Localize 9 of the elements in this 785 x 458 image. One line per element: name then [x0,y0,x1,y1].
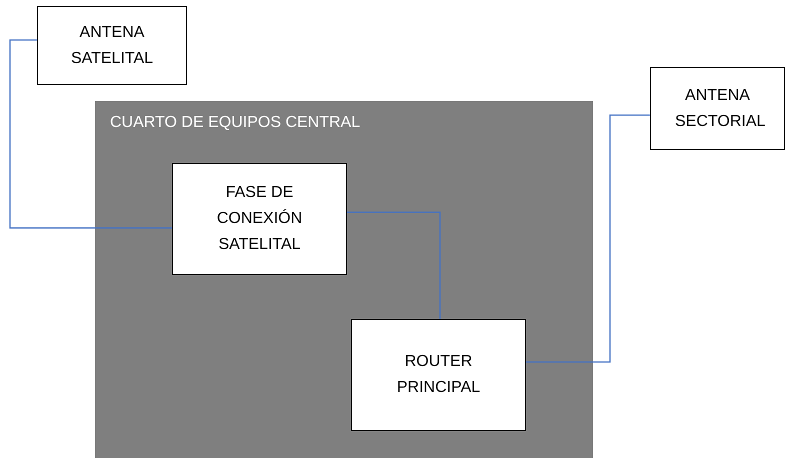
connector-line [526,114,650,363]
connector-line [9,39,172,229]
device-box: ANTENA SECTORIAL [650,67,785,150]
device-box: ROUTER PRINCIPAL [351,319,526,431]
room-area [95,101,593,458]
device-box: ANTENA SATELITAL [37,6,187,85]
device-box: FASE DE CONEXIÓN SATELITAL [172,163,347,275]
connector-line [347,212,441,319]
area-heading: CUARTO DE EQUIPOS CENTRAL [110,114,360,132]
